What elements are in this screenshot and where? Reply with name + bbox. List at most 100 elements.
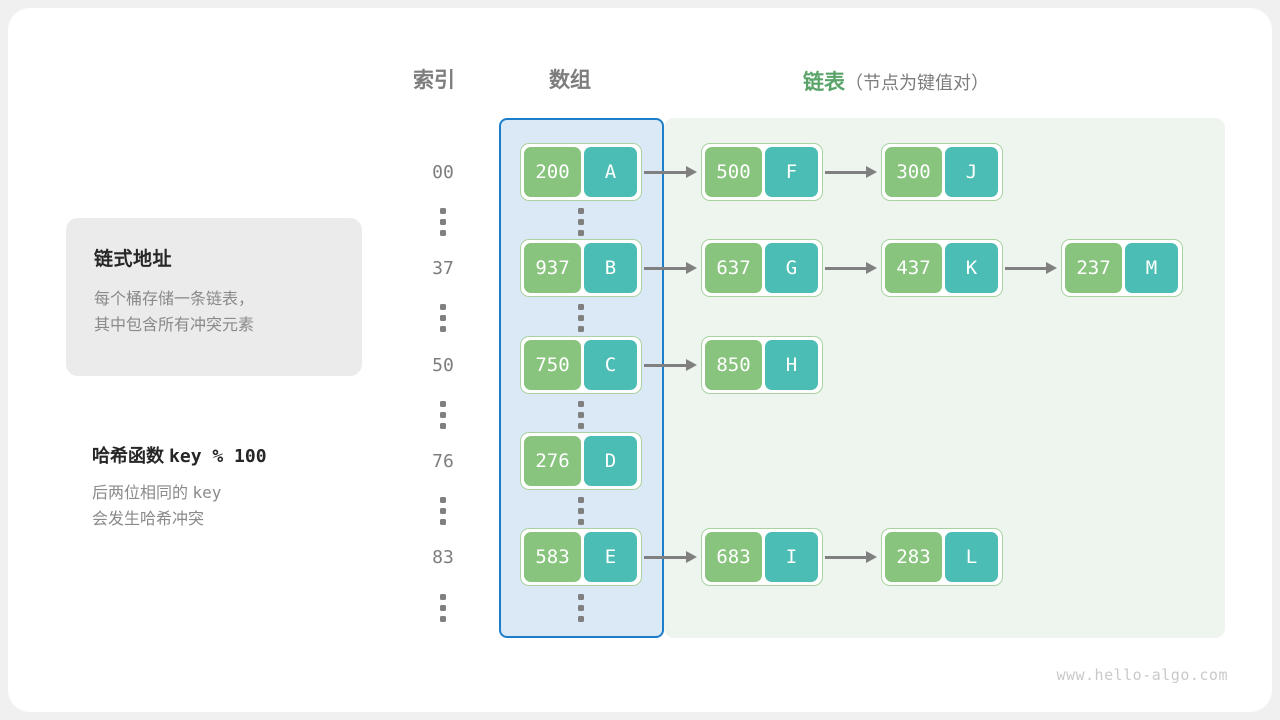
- kv-node-key: 437: [885, 243, 942, 293]
- kv-node-key: 276: [524, 436, 581, 486]
- next-pointer-arrow: [1005, 262, 1057, 274]
- kv-node-key: 583: [524, 532, 581, 582]
- ellipsis-dot: [578, 616, 584, 622]
- info-card-body-line1: 每个桶存储一条链表，: [94, 291, 255, 308]
- kv-node-value: J: [945, 147, 998, 197]
- arrow-head: [686, 262, 697, 274]
- arrow-head: [866, 262, 877, 274]
- diagram-card: 索引 数组 链表（节点为键值对） 链式地址 每个桶存储一条链表， 其中包含所有冲…: [8, 8, 1272, 712]
- kv-node-value: B: [584, 243, 637, 293]
- ellipsis-dot: [440, 230, 446, 236]
- vertical-ellipsis: [574, 208, 588, 236]
- vertical-ellipsis: [436, 304, 450, 332]
- kv-node-key: 937: [524, 243, 581, 293]
- arrow-shaft: [644, 170, 686, 174]
- info-card-body: 每个桶存储一条链表， 其中包含所有冲突元素: [94, 287, 334, 339]
- footer-watermark: www.hello-algo.com: [1056, 666, 1228, 684]
- bucket-index-label: 00: [432, 162, 454, 183]
- kv-node-value: L: [945, 532, 998, 582]
- ellipsis-dot: [440, 594, 446, 600]
- ellipsis-dot: [440, 616, 446, 622]
- kv-node-value: A: [584, 147, 637, 197]
- arrow-head: [866, 166, 877, 178]
- ellipsis-dot: [440, 315, 446, 321]
- hash-function-body: 后两位相同的 key 会发生哈希冲突: [92, 480, 422, 533]
- vertical-ellipsis: [436, 208, 450, 236]
- arrow-shaft: [1005, 266, 1046, 270]
- ellipsis-dot: [578, 497, 584, 503]
- ellipsis-dot: [440, 508, 446, 514]
- kv-node-key: 500: [705, 147, 762, 197]
- arrow-head: [1046, 262, 1057, 274]
- kv-node-key: 750: [524, 340, 581, 390]
- arrow-shaft: [644, 363, 686, 367]
- ellipsis-dot: [578, 605, 584, 611]
- column-header-index: 索引: [413, 69, 455, 92]
- ellipsis-dot: [440, 497, 446, 503]
- arrow-shaft: [825, 555, 866, 559]
- next-pointer-arrow: [644, 359, 697, 371]
- vertical-ellipsis: [574, 497, 588, 525]
- arrow-head: [686, 359, 697, 371]
- hash-function-body-line1: 后两位相同的 key: [92, 480, 422, 507]
- ellipsis-dot: [440, 423, 446, 429]
- hash-function-body-line2: 会发生哈希冲突: [92, 510, 205, 528]
- ellipsis-dot: [440, 304, 446, 310]
- kv-node-value: I: [765, 532, 818, 582]
- kv-node-key: 850: [705, 340, 762, 390]
- kv-node-value: G: [765, 243, 818, 293]
- ellipsis-dot: [440, 412, 446, 418]
- vertical-ellipsis: [436, 401, 450, 429]
- bucket-index-label: 50: [432, 355, 454, 376]
- kv-node-value: F: [765, 147, 818, 197]
- ellipsis-dot: [440, 208, 446, 214]
- vertical-ellipsis: [574, 401, 588, 429]
- arrow-shaft: [644, 555, 686, 559]
- next-pointer-arrow: [644, 262, 697, 274]
- column-header-array: 数组: [549, 69, 591, 92]
- ellipsis-dot: [578, 519, 584, 525]
- kv-node-value: C: [584, 340, 637, 390]
- kv-node-value: H: [765, 340, 818, 390]
- kv-node-key: 283: [885, 532, 942, 582]
- next-pointer-arrow: [825, 551, 877, 563]
- hash-function-body-key-token: key: [192, 483, 222, 502]
- ellipsis-dot: [578, 401, 584, 407]
- ellipsis-dot: [578, 304, 584, 310]
- hash-function-note: 哈希函数 key % 100 后两位相同的 key 会发生哈希冲突: [92, 442, 422, 533]
- ellipsis-dot: [578, 508, 584, 514]
- arrow-head: [686, 166, 697, 178]
- arrow-head: [686, 551, 697, 563]
- kv-node-key: 637: [705, 243, 762, 293]
- vertical-ellipsis: [436, 594, 450, 622]
- kv-node-value: K: [945, 243, 998, 293]
- ellipsis-dot: [578, 326, 584, 332]
- arrow-head: [866, 551, 877, 563]
- arrow-shaft: [825, 170, 866, 174]
- ellipsis-dot: [578, 423, 584, 429]
- ellipsis-dot: [578, 594, 584, 600]
- next-pointer-arrow: [644, 166, 697, 178]
- column-header-linkedlist: 链表（节点为键值对）: [803, 66, 989, 96]
- bucket-index-label: 83: [432, 547, 454, 568]
- ellipsis-dot: [578, 208, 584, 214]
- ellipsis-dot: [578, 315, 584, 321]
- info-card-chaining: 链式地址 每个桶存储一条链表， 其中包含所有冲突元素: [66, 218, 362, 376]
- info-card-body-line2: 其中包含所有冲突元素: [94, 316, 255, 334]
- hash-function-body-line1-label: 后两位相同的: [92, 485, 189, 502]
- hash-function-title: 哈希函数 key % 100: [92, 442, 422, 468]
- ellipsis-dot: [578, 412, 584, 418]
- ellipsis-dot: [578, 219, 584, 225]
- hash-function-expression: key % 100: [169, 446, 267, 467]
